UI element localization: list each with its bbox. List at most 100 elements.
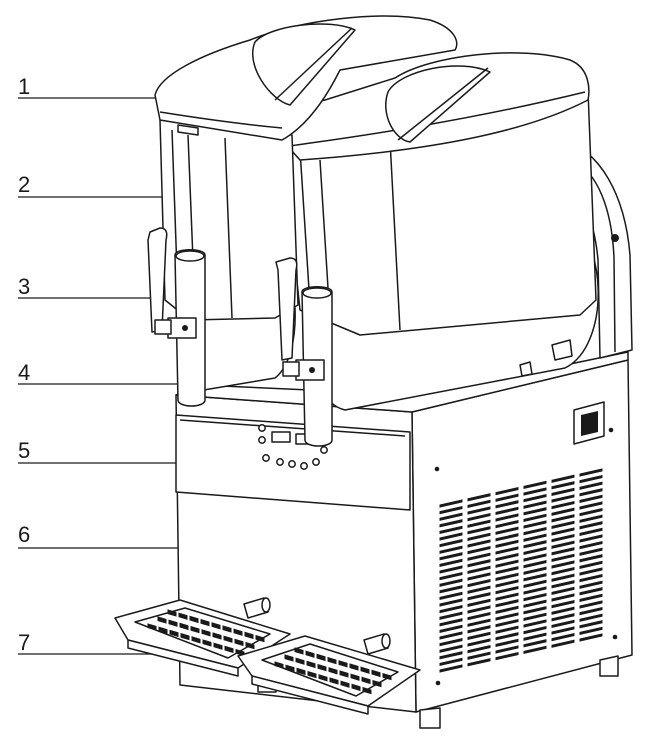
vent-slot (579, 481, 603, 490)
bowl-right-arch-bolt (611, 234, 619, 242)
screw (435, 680, 441, 686)
vent-slot (467, 631, 491, 641)
power-switch-rocker (581, 411, 598, 436)
drip-tray-grid-slot (372, 679, 382, 688)
vent-slot (523, 526, 547, 536)
drip-tray-grid-slot (222, 625, 232, 633)
callout-1: 1 (18, 74, 160, 99)
tap-left-spout-top (175, 250, 205, 262)
bowl-left (154, 15, 458, 393)
vent-slot (579, 633, 603, 642)
vent-slot (523, 625, 547, 635)
vent-slot (551, 580, 575, 589)
vent-slot (467, 625, 491, 634)
vent-slot (467, 493, 491, 502)
tap-right-handle (275, 257, 298, 361)
vent-slot (495, 513, 519, 522)
vent-slot (579, 560, 603, 570)
drip-tray-grid-slot (285, 664, 295, 672)
vent-slot (579, 521, 603, 530)
vent-slot (495, 605, 519, 615)
vent-slot (439, 519, 463, 528)
vent-slot (579, 567, 603, 576)
vent-slot (523, 487, 547, 496)
vent-slot (495, 533, 519, 542)
vent-slot (495, 566, 519, 575)
drip-tray-grid-slot (201, 629, 211, 637)
vent-slot (439, 618, 463, 627)
vent-slot (579, 514, 603, 523)
front-knobs (243, 597, 391, 655)
vent-slot (439, 558, 463, 568)
drip-tray-grid-slot (339, 670, 349, 678)
vent-slot (439, 545, 463, 554)
vent-slot (439, 532, 463, 541)
tap-left (147, 227, 206, 407)
vent-slot (551, 553, 575, 563)
vent-slot (579, 527, 603, 537)
drip-tray-grid-slot (168, 619, 178, 627)
vent-slot (495, 506, 519, 516)
drip-tray-grid-slot (318, 674, 328, 682)
drip-tray-grid-slot (179, 622, 189, 631)
vent-slot (551, 586, 575, 596)
vent-slot (467, 585, 491, 594)
vent-slot (551, 560, 575, 569)
callout-number-4: 4 (18, 360, 30, 385)
tap-right-valve-lever (282, 361, 300, 377)
vent-slot (467, 598, 491, 608)
vent-slot (579, 626, 603, 636)
control-button (262, 454, 270, 462)
vent-slot (551, 626, 575, 635)
vent-slot (439, 604, 463, 614)
vent-slot (467, 559, 491, 568)
vent-slot (495, 651, 519, 661)
vent-slot (439, 631, 463, 640)
vent-slot (467, 512, 491, 522)
vent-slot (551, 527, 575, 536)
vent-slot (495, 632, 519, 641)
drip-tray-grid-slot (234, 638, 244, 647)
vent-slot (551, 613, 575, 622)
vent-slot (467, 592, 491, 601)
vent-slot (439, 552, 463, 561)
vent-slot (523, 586, 547, 595)
vent-slot (579, 600, 603, 609)
vent-slot (467, 658, 491, 667)
callout-number-7: 7 (18, 630, 30, 655)
vent-slot (551, 533, 575, 543)
vent-slot (551, 566, 575, 576)
drip-tray-grid-slot (294, 647, 304, 655)
vent-slot (551, 481, 575, 490)
tap-right (275, 257, 333, 447)
vent-slot (439, 637, 463, 647)
vent-slot (467, 611, 491, 621)
vent-slot (523, 573, 547, 582)
drip-tray-grid-slot (211, 622, 221, 630)
vent-slot (439, 505, 463, 515)
vent-slot (579, 593, 603, 603)
bowl-right-nub (519, 361, 533, 377)
vent-slot (467, 526, 491, 535)
drip-tray-grid-slot (169, 629, 179, 638)
tap-left-valve-pin (182, 325, 188, 331)
vent-slot (523, 540, 547, 549)
drip-tray-grid-slot (202, 639, 212, 647)
vent-slot (523, 520, 547, 529)
vent-slot (551, 632, 575, 642)
drip-tray-grid-slot (224, 645, 234, 654)
bowl-left-lid-latch (177, 124, 199, 136)
vent-slot (495, 539, 519, 549)
vent-slot (467, 638, 491, 647)
bowl-left-lid-rim (159, 111, 283, 129)
control-panel-top-edge (179, 419, 406, 437)
vent-slot (467, 651, 491, 660)
side-vent-grille (439, 468, 603, 673)
vent-slot (439, 565, 463, 574)
vent-slot (551, 593, 575, 602)
drip-tray-grid-slot (306, 660, 316, 669)
vent-slot (551, 599, 575, 609)
foot-front-right (419, 707, 441, 729)
vent-slot (495, 552, 519, 562)
vent-slot (467, 532, 491, 542)
